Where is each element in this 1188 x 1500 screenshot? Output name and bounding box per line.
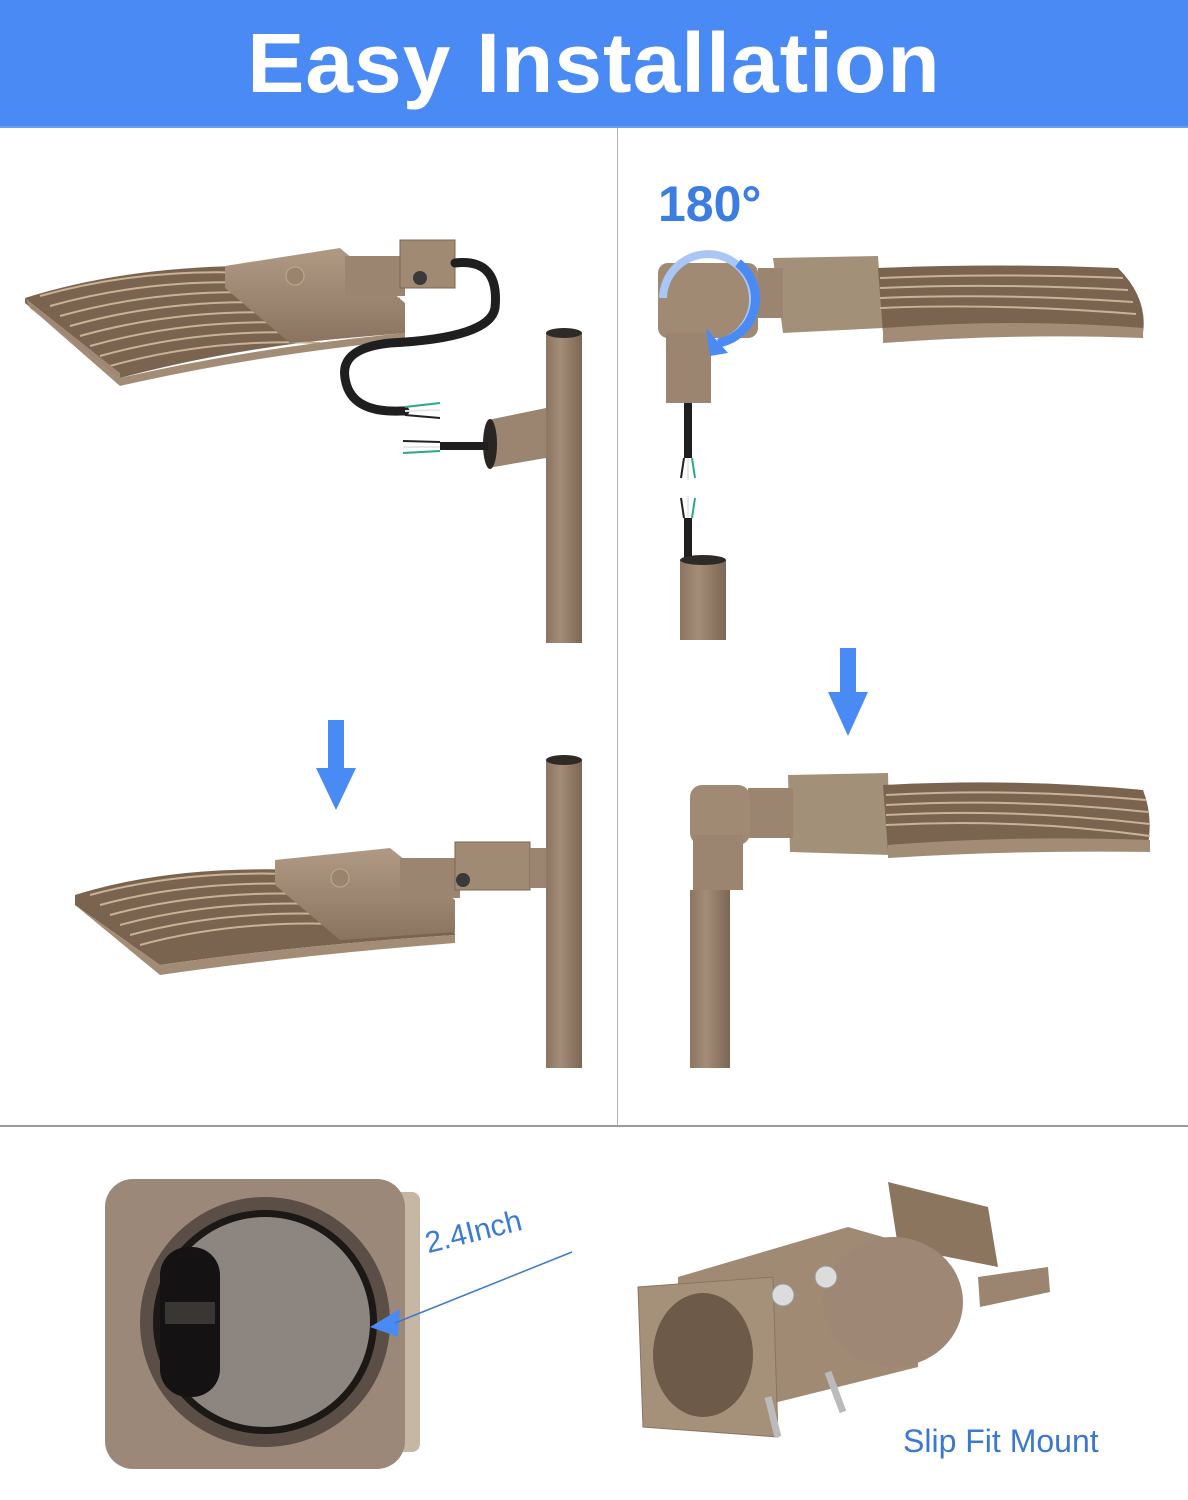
- slip-fit-detail: Slip Fit Mount: [618, 1127, 1188, 1500]
- fixture-illustration: [25, 239, 582, 643]
- title-banner: Easy Installation: [0, 0, 1188, 128]
- mounted-fixture-illustration: [75, 755, 582, 1068]
- page-title: Easy Installation: [247, 16, 941, 110]
- slip-fit-mount-label: Slip Fit Mount: [903, 1423, 1099, 1459]
- slip-fit-fixture-illustration: [690, 773, 1151, 1068]
- vertical-divider: [617, 128, 618, 1126]
- step-2-panel: 180°: [618, 128, 1188, 648]
- horizontal-divider: [0, 1125, 1188, 1127]
- step-1-panel: [0, 128, 617, 648]
- down-arrow-icon: [828, 648, 868, 736]
- step-4-panel: [618, 640, 1188, 1125]
- pole-entry-detail: 2.4Inch: [0, 1127, 617, 1500]
- pole-opening-illustration: [105, 1179, 573, 1469]
- step-3-panel: [0, 700, 617, 1125]
- rotation-angle-label: 180°: [658, 176, 762, 232]
- down-arrow-icon: [316, 720, 356, 810]
- rotating-mount-illustration: [658, 250, 1144, 640]
- slip-fit-mount-illustration: [637, 1182, 1050, 1438]
